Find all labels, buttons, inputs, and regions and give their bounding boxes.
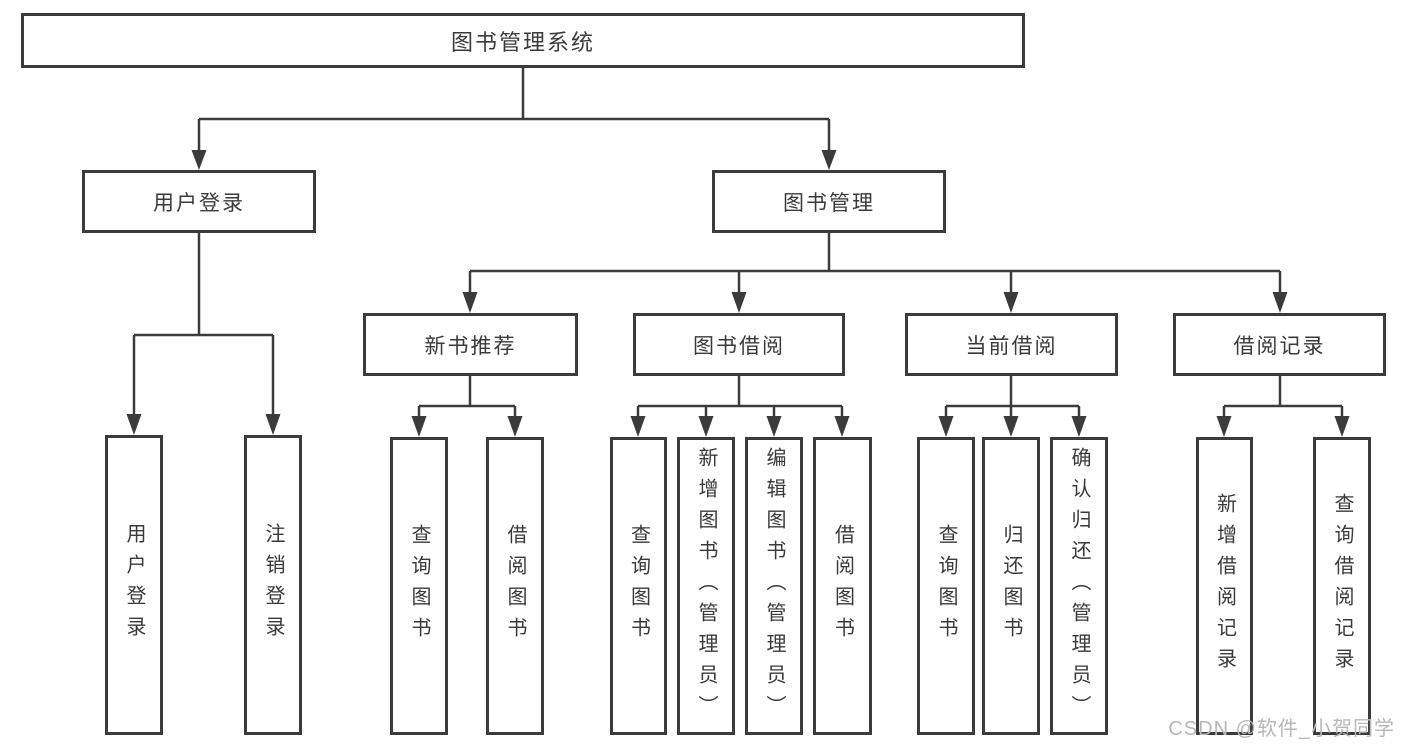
leaf-edit-book-admin: 编辑图书（管理员） (745, 437, 803, 735)
connector-root-to-level2 (191, 68, 837, 170)
leaf-query-books-borrow: 查询图书 (610, 437, 667, 735)
leaf-query-books-current: 查询图书 (917, 437, 975, 735)
node-label: 编辑图书（管理员） (763, 446, 785, 726)
leaf-query-borrow-record: 查询借阅记录 (1313, 437, 1371, 735)
connector-borrow-records-children (1216, 376, 1350, 437)
node-label: 查询图书 (935, 524, 957, 648)
connector-current-borrow-children (938, 376, 1087, 437)
node-borrow-records: 借阅记录 (1173, 313, 1386, 376)
node-book-borrow: 图书借阅 (633, 313, 845, 376)
leaf-add-borrow-record: 新增借阅记录 (1196, 437, 1253, 735)
csdn-watermark: CSDN @软件_小贺同学 (1168, 718, 1395, 740)
node-label: 确认归还（管理员） (1068, 446, 1090, 726)
node-label: 归还图书 (1000, 524, 1022, 648)
node-root: 图书管理系统 (21, 13, 1025, 68)
connector-user-login-children (126, 233, 281, 435)
node-new-book-recommend: 新书推荐 (363, 313, 578, 376)
leaf-logout: 注销登录 (244, 435, 302, 735)
node-user-login: 用户登录 (82, 170, 316, 233)
leaf-return-book: 归还图书 (982, 437, 1040, 735)
node-label: 新增图书（管理员） (695, 446, 717, 726)
node-label: 查询图书 (408, 524, 430, 648)
connector-book-borrow-children (630, 376, 850, 437)
node-label: 新增借阅记录 (1213, 493, 1236, 679)
node-book-management: 图书管理 (712, 170, 946, 233)
node-label: 图书管理系统 (450, 29, 595, 55)
leaf-user-login: 用户登录 (105, 435, 163, 735)
node-label: 当前借阅 (965, 334, 1058, 358)
node-label: 用户登录 (123, 523, 145, 647)
leaf-borrow-books-recommend: 借阅图书 (486, 437, 544, 735)
node-label: 查询图书 (627, 524, 650, 648)
leaf-confirm-return-admin: 确认归还（管理员） (1050, 437, 1108, 735)
node-label: 新书推荐 (424, 334, 517, 358)
node-label: 借阅图书 (831, 524, 854, 648)
node-label: 图书管理 (783, 191, 875, 215)
leaf-borrow-books: 借阅图书 (813, 437, 872, 735)
node-label: 注销登录 (262, 523, 284, 647)
node-label: 借阅图书 (504, 524, 526, 648)
node-label: 用户登录 (153, 191, 245, 215)
node-label: 图书借阅 (693, 334, 785, 358)
node-current-borrow: 当前借阅 (905, 313, 1118, 376)
node-label: 查询借阅记录 (1331, 493, 1353, 679)
connector-book-management-children (462, 233, 1288, 313)
connector-new-book-recommend-children (411, 376, 523, 437)
node-label: 借阅记录 (1233, 334, 1326, 358)
leaf-add-book-admin: 新增图书（管理员） (677, 437, 735, 735)
leaf-query-books-recommend: 查询图书 (390, 437, 448, 735)
